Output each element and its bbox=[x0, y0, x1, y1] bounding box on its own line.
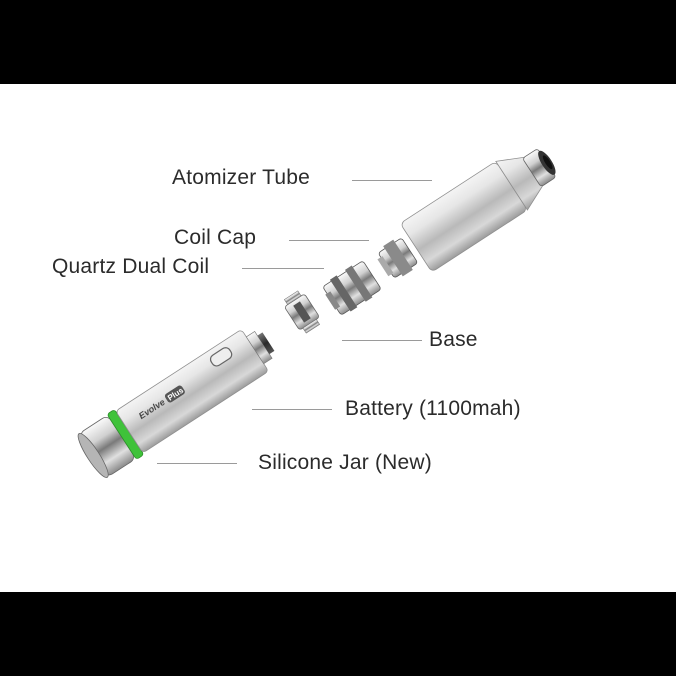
coil-cap-part bbox=[377, 238, 418, 278]
label-quartz-dual-coil: Quartz Dual Coil bbox=[52, 255, 210, 278]
label-atomizer-tube: Atomizer Tube bbox=[172, 166, 310, 189]
leader-atomizer-tube bbox=[352, 180, 432, 181]
label-base: Base bbox=[429, 328, 478, 351]
base-part bbox=[283, 290, 321, 334]
leader-battery bbox=[252, 409, 332, 410]
fire-button bbox=[209, 347, 233, 367]
leader-silicone-jar bbox=[157, 463, 237, 464]
quartz-dual-coil-part bbox=[323, 261, 381, 315]
leader-base bbox=[342, 340, 422, 341]
label-battery: Battery (1100mah) bbox=[345, 397, 521, 420]
atomizer-tube-part bbox=[401, 149, 556, 271]
leader-coil-cap bbox=[289, 240, 369, 241]
label-coil-cap: Coil Cap bbox=[174, 226, 257, 249]
diagram-panel bbox=[0, 84, 676, 592]
battery: Evolve Plus bbox=[77, 330, 275, 478]
label-silicone-jar: Silicone Jar (New) bbox=[258, 451, 432, 474]
leader-quartz-dual-coil bbox=[242, 268, 324, 269]
